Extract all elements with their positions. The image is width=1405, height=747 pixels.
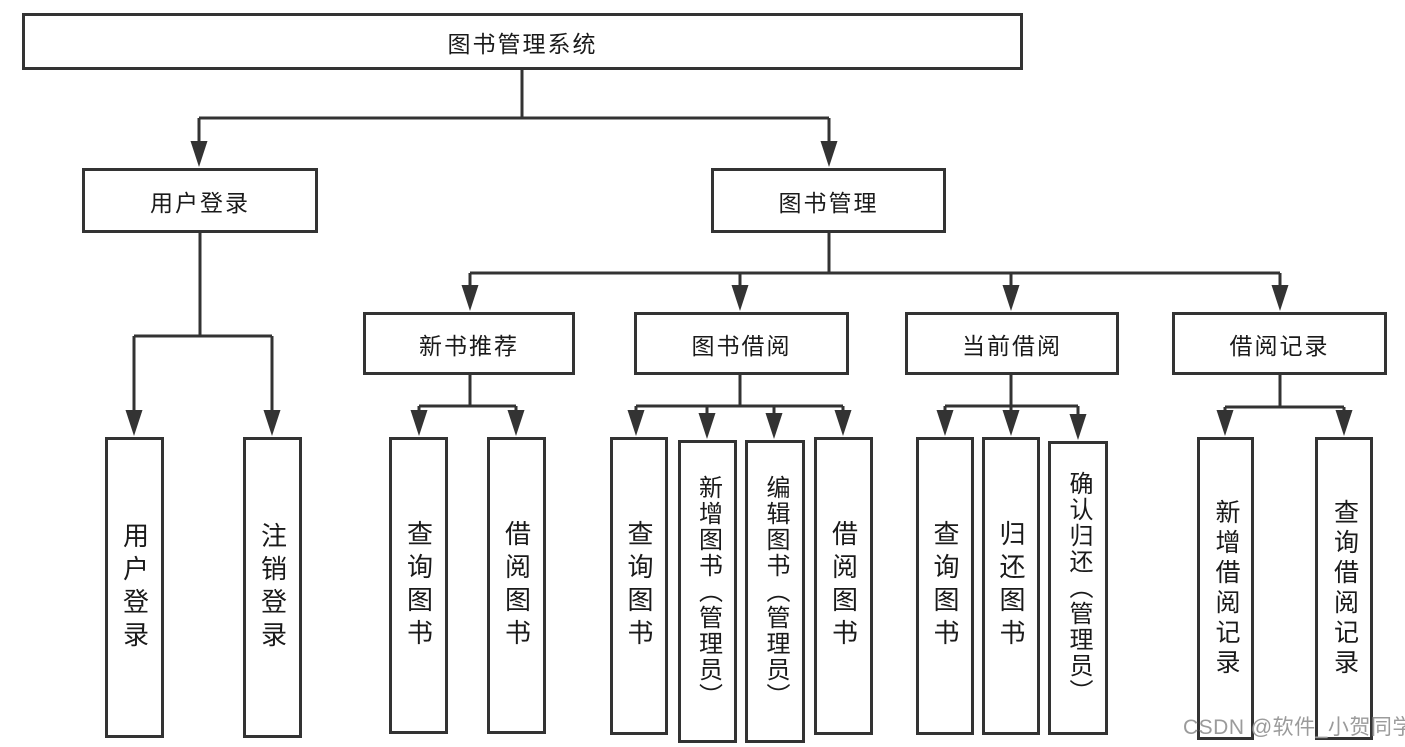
leaf-borrow-book-2: 借阅图书 bbox=[814, 437, 873, 735]
leaf-add-book-admin-label: 新增图书（管理员） bbox=[694, 474, 722, 709]
node-book-borrow-label: 图书借阅 bbox=[691, 332, 792, 359]
elbow-lines bbox=[132, 69, 1346, 418]
node-user-login: 用户登录 bbox=[82, 168, 318, 233]
node-book-management: 图书管理 bbox=[711, 168, 946, 233]
leaf-borrow-book-2-label: 借阅图书 bbox=[828, 520, 859, 652]
leaf-query-book-3: 查询图书 bbox=[916, 437, 974, 735]
leaf-logout-label: 注销登录 bbox=[257, 521, 288, 654]
leaf-borrow-book-1-label: 借阅图书 bbox=[501, 519, 532, 652]
node-book-borrow: 图书借阅 bbox=[634, 312, 849, 375]
leaf-return-book-label: 归还图书 bbox=[996, 520, 1026, 652]
node-current-borrow-label: 当前借阅 bbox=[962, 332, 1062, 359]
leaf-query-book-3-label: 查询图书 bbox=[930, 520, 960, 652]
leaf-query-borrow-record-label: 查询借阅记录 bbox=[1330, 498, 1359, 679]
leaf-edit-book-admin-label: 编辑图书（管理员） bbox=[762, 474, 789, 709]
leaf-query-borrow-record: 查询借阅记录 bbox=[1315, 437, 1373, 740]
leaf-query-book-1: 查询图书 bbox=[389, 437, 448, 734]
node-new-book-recommend-label: 新书推荐 bbox=[419, 332, 519, 359]
leaf-query-book-2-label: 查询图书 bbox=[624, 520, 654, 652]
leaf-add-book-admin: 新增图书（管理员） bbox=[678, 440, 737, 743]
leaf-confirm-return-admin: 确认归还（管理员） bbox=[1048, 441, 1108, 735]
leaf-user-login-label: 用户登录 bbox=[119, 521, 150, 654]
node-current-borrow: 当前借阅 bbox=[905, 312, 1119, 375]
leaf-query-book-2: 查询图书 bbox=[610, 437, 668, 735]
node-borrow-record: 借阅记录 bbox=[1172, 312, 1387, 375]
leaf-return-book: 归还图书 bbox=[982, 437, 1040, 735]
node-user-login-label: 用户登录 bbox=[150, 189, 250, 216]
node-root-label: 图书管理系统 bbox=[447, 30, 598, 57]
node-root-system: 图书管理系统 bbox=[22, 13, 1023, 70]
leaf-edit-book-admin: 编辑图书（管理员） bbox=[745, 440, 805, 743]
leaf-query-book-1-label: 查询图书 bbox=[403, 519, 434, 652]
arrowheads bbox=[125, 141, 1353, 440]
node-borrow-record-label: 借阅记录 bbox=[1229, 332, 1330, 359]
leaf-add-borrow-record: 新增借阅记录 bbox=[1197, 437, 1254, 740]
leaf-add-borrow-record-label: 新增借阅记录 bbox=[1212, 498, 1240, 679]
leaf-user-login: 用户登录 bbox=[105, 437, 164, 738]
leaf-confirm-return-admin-label: 确认归还（管理员） bbox=[1065, 471, 1092, 705]
node-new-book-recommend: 新书推荐 bbox=[363, 312, 575, 375]
csdn-watermark: CSDN @软件_小贺同学 bbox=[1183, 716, 1405, 739]
node-book-management-label: 图书管理 bbox=[778, 189, 879, 216]
leaf-borrow-book-1: 借阅图书 bbox=[487, 437, 546, 734]
leaf-logout: 注销登录 bbox=[243, 437, 302, 738]
